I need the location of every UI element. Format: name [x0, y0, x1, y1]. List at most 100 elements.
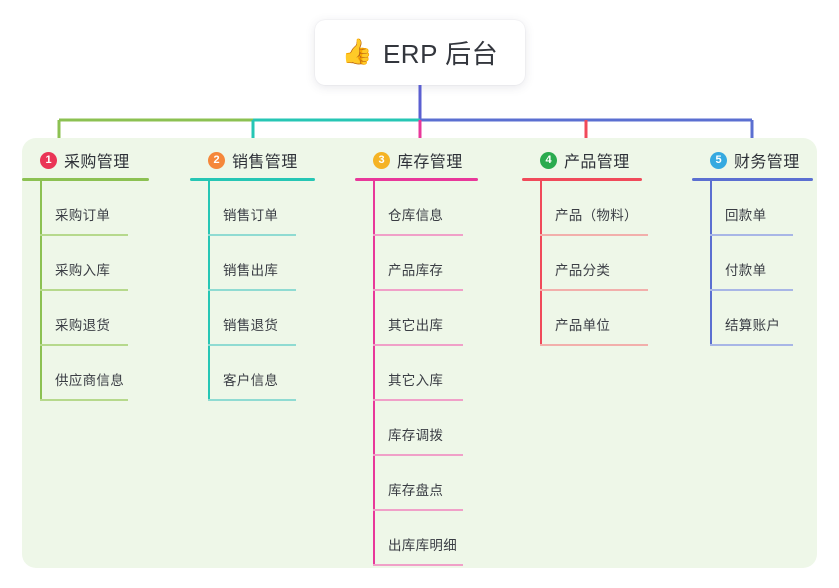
- menu-item[interactable]: 出库库明细: [355, 511, 478, 566]
- menu-item-label: 回款单: [725, 208, 767, 223]
- menu-item[interactable]: 付款单: [692, 236, 813, 291]
- category-title-1: 采购管理: [64, 154, 130, 171]
- category-header-4[interactable]: 4 产品管理: [522, 146, 642, 174]
- menu-item-label: 产品库存: [388, 263, 444, 278]
- menu-item-underline: [373, 289, 463, 291]
- category-items-5: 回款单付款单结算账户: [692, 181, 813, 346]
- category-column-4: 4 产品管理产品（物料） 产品分类产品单位: [522, 146, 648, 346]
- category-items-1: 采购订单采购入库采购退货供应商信息: [22, 181, 149, 401]
- menu-item[interactable]: 销售退货: [190, 291, 315, 346]
- menu-item[interactable]: 销售订单: [190, 181, 315, 236]
- menu-item-label: 结算账户: [725, 318, 781, 333]
- menu-item-label: 产品分类: [555, 263, 611, 278]
- category-underline-5: [692, 178, 813, 181]
- menu-item-underline: [373, 564, 463, 566]
- category-items-4: 产品（物料） 产品分类产品单位: [522, 181, 648, 346]
- category-header-5[interactable]: 5 财务管理: [692, 146, 813, 174]
- menu-item[interactable]: 库存调拨: [355, 401, 478, 456]
- menu-item-underline: [208, 234, 296, 236]
- category-header-3[interactable]: 3 库存管理: [355, 146, 478, 174]
- menu-item-label: 库存调拨: [388, 428, 444, 443]
- menu-item-label: 产品单位: [555, 318, 611, 333]
- category-spine-5: [710, 181, 712, 346]
- category-title-5: 财务管理: [734, 154, 800, 171]
- menu-item-underline: [208, 289, 296, 291]
- menu-item-label: 其它出库: [388, 318, 444, 333]
- category-header-1[interactable]: 1 采购管理: [22, 146, 149, 174]
- menu-item[interactable]: 产品（物料）: [522, 181, 648, 236]
- category-spine-1: [40, 181, 42, 401]
- category-column-3: 3 库存管理仓库信息产品库存其它出库其它入库库存调拨库存盘点出库库明细: [355, 146, 478, 566]
- menu-item-underline: [40, 289, 128, 291]
- menu-item[interactable]: 其它出库: [355, 291, 478, 346]
- categories-panel: [22, 138, 817, 568]
- menu-item-label: 库存盘点: [388, 483, 444, 498]
- category-underline-1: [22, 178, 149, 181]
- menu-item-underline: [540, 344, 648, 346]
- category-spine-3: [373, 181, 375, 566]
- menu-item[interactable]: 产品分类: [522, 236, 648, 291]
- root-title: ERP 后台: [382, 39, 499, 69]
- category-badge-4: 4: [540, 151, 557, 169]
- category-column-5: 5 财务管理回款单付款单结算账户: [692, 146, 813, 346]
- category-title-3: 库存管理: [397, 154, 463, 171]
- menu-item-underline: [40, 399, 128, 401]
- menu-item-label: 出库库明细: [388, 538, 457, 553]
- category-underline-3: [355, 178, 478, 181]
- menu-item[interactable]: 供应商信息: [22, 346, 149, 401]
- menu-item-label: 供应商信息: [55, 373, 124, 388]
- menu-item-label: 采购退货: [55, 318, 111, 333]
- category-items-2: 销售订单销售出库销售退货客户信息: [190, 181, 315, 401]
- menu-item-label: 产品（物料）: [555, 208, 638, 223]
- category-badge-2: 2: [208, 151, 225, 169]
- menu-item-label: 销售出库: [223, 263, 279, 278]
- menu-item-underline: [373, 399, 463, 401]
- menu-item-label: 仓库信息: [388, 208, 444, 223]
- menu-item-underline: [373, 344, 463, 346]
- menu-item-label: 销售订单: [223, 208, 279, 223]
- menu-item[interactable]: 回款单: [692, 181, 813, 236]
- menu-item[interactable]: 产品库存: [355, 236, 478, 291]
- category-underline-4: [522, 178, 642, 181]
- menu-item[interactable]: 客户信息: [190, 346, 315, 401]
- category-column-2: 2 销售管理销售订单销售出库销售退货客户信息: [190, 146, 315, 401]
- category-title-4: 产品管理: [564, 154, 630, 171]
- category-badge-1: 1: [40, 151, 57, 169]
- menu-item-label: 采购订单: [55, 208, 111, 223]
- category-badge-5: 5: [710, 151, 727, 169]
- menu-item-label: 采购入库: [55, 263, 111, 278]
- category-spine-4: [540, 181, 542, 346]
- category-header-2[interactable]: 2 销售管理: [190, 146, 315, 174]
- menu-item-underline: [710, 234, 793, 236]
- menu-item-underline: [40, 344, 128, 346]
- menu-item[interactable]: 库存盘点: [355, 456, 478, 511]
- menu-item-label: 客户信息: [223, 373, 279, 388]
- menu-item-label: 销售退货: [223, 318, 279, 333]
- menu-item-underline: [540, 234, 648, 236]
- category-spine-2: [208, 181, 210, 401]
- category-items-3: 仓库信息产品库存其它出库其它入库库存调拨库存盘点出库库明细: [355, 181, 478, 566]
- menu-item[interactable]: 采购退货: [22, 291, 149, 346]
- menu-item-underline: [540, 289, 648, 291]
- menu-item-underline: [208, 344, 296, 346]
- menu-item-underline: [208, 399, 296, 401]
- menu-item[interactable]: 仓库信息: [355, 181, 478, 236]
- category-title-2: 销售管理: [232, 154, 298, 171]
- menu-item-underline: [710, 344, 793, 346]
- menu-item-underline: [40, 234, 128, 236]
- menu-item-label: 付款单: [725, 263, 767, 278]
- menu-item[interactable]: 结算账户: [692, 291, 813, 346]
- menu-item[interactable]: 采购订单: [22, 181, 149, 236]
- menu-item[interactable]: 其它入库: [355, 346, 478, 401]
- menu-item[interactable]: 销售出库: [190, 236, 315, 291]
- menu-item[interactable]: 产品单位: [522, 291, 648, 346]
- menu-item[interactable]: 采购入库: [22, 236, 149, 291]
- menu-item-underline: [373, 234, 463, 236]
- menu-item-underline: [710, 289, 793, 291]
- category-badge-3: 3: [373, 151, 390, 169]
- category-underline-2: [190, 178, 315, 181]
- root-node[interactable]: 👍 ERP 后台: [315, 20, 525, 85]
- category-column-1: 1 采购管理采购订单采购入库采购退货供应商信息: [22, 146, 149, 401]
- menu-item-label: 其它入库: [388, 373, 444, 388]
